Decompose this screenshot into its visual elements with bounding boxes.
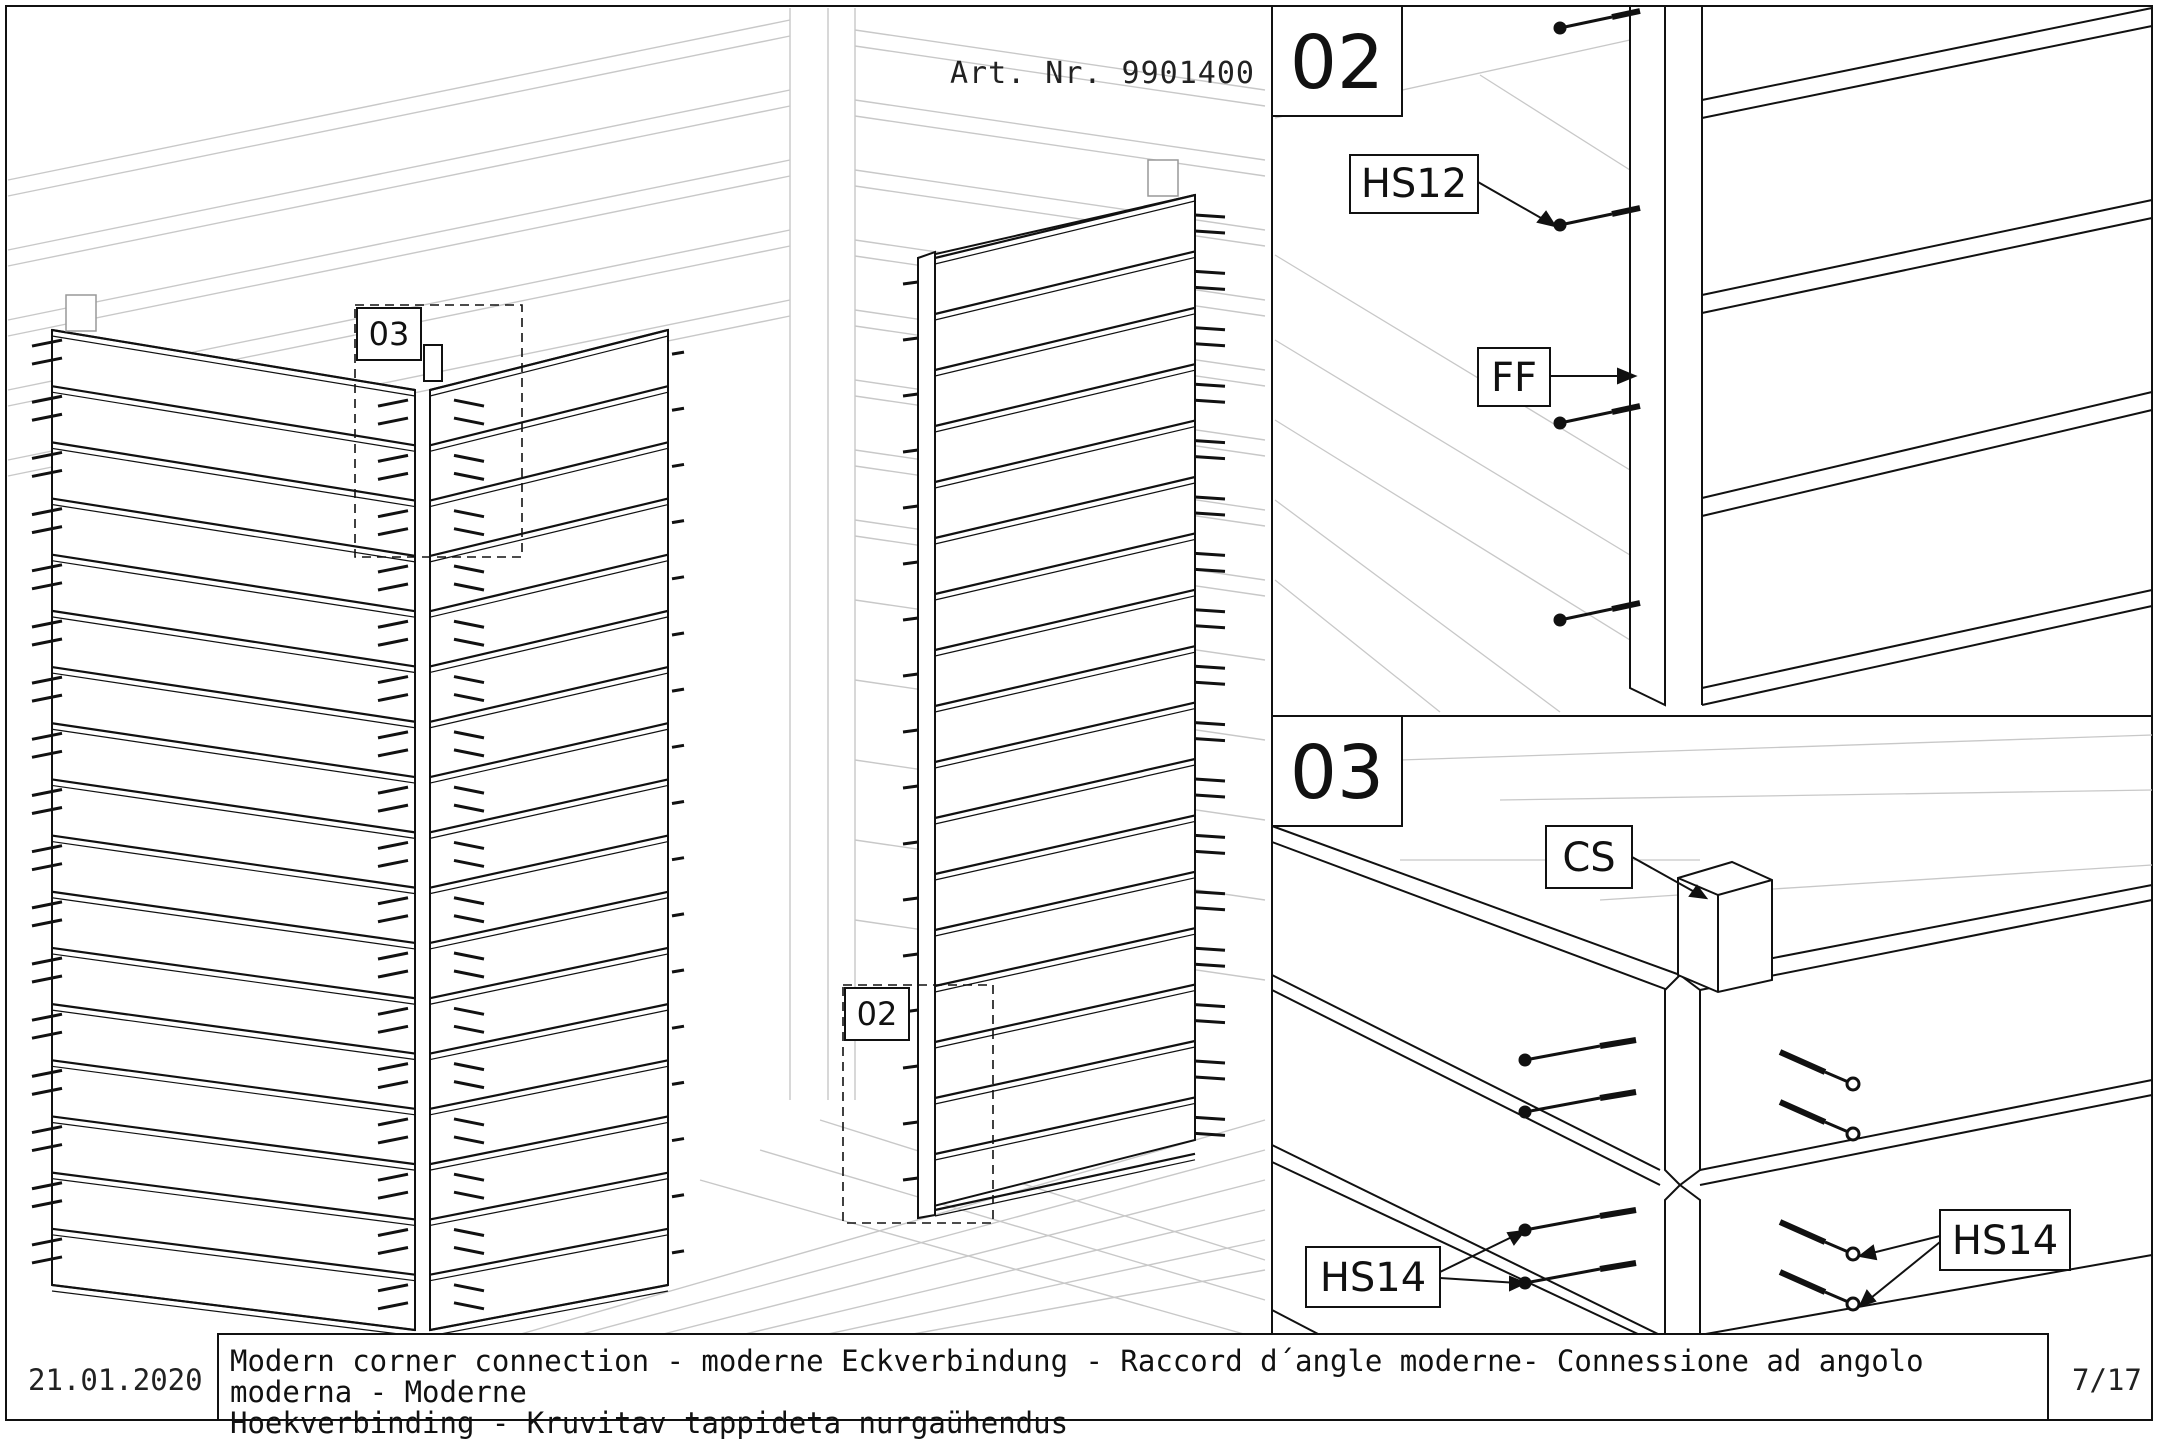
overview-illustration bbox=[7, 8, 1266, 1341]
hs14-left-label: HS14 bbox=[1320, 1255, 1426, 1301]
detail-03-panel bbox=[1271, 715, 2153, 1336]
title-block bbox=[217, 1333, 2049, 1421]
cs-label: CS bbox=[1562, 835, 1615, 881]
page-caption: Modern corner connection - moderne Eckve… bbox=[230, 1344, 1924, 1440]
page-number: 7/17 bbox=[2072, 1363, 2142, 1397]
article-number: Art. Nr. 9901400 bbox=[950, 56, 1255, 91]
hs14-right-label: HS14 bbox=[1952, 1218, 2058, 1264]
detail-02-panel bbox=[1271, 5, 2153, 1335]
detail-03-number: 03 bbox=[1290, 730, 1384, 816]
callout-03-label: 03 bbox=[369, 315, 410, 353]
callout-02-label: 02 bbox=[857, 995, 898, 1033]
hs12-label: HS12 bbox=[1361, 161, 1467, 207]
ff-label: FF bbox=[1491, 355, 1537, 401]
document-date: 21.01.2020 bbox=[28, 1363, 203, 1397]
detail-02-number: 02 bbox=[1290, 20, 1384, 106]
